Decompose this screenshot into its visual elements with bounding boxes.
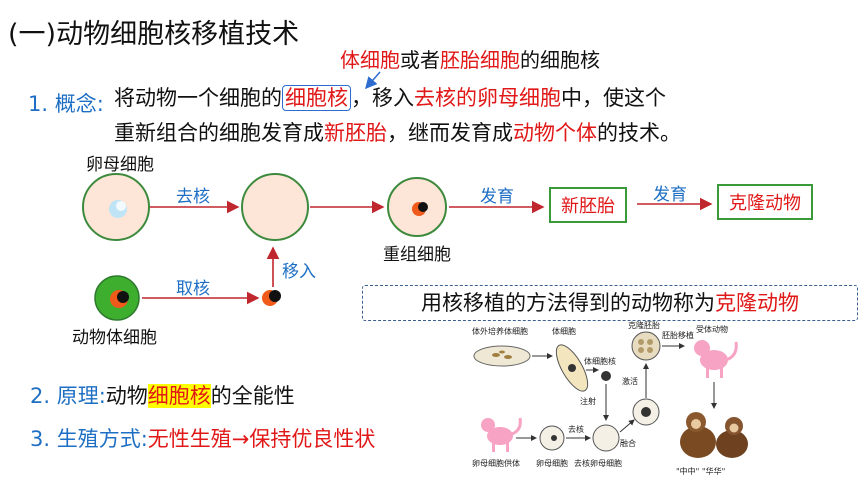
concept-line-1: 将动物一个细胞的细胞核，移入去核的卵母细胞中，使这个 [114,82,666,112]
concept-label: 1. 概念: [28,92,104,116]
concept-text: 将动物一个细胞的 [114,86,282,110]
reproduction-text: 无性生殖→保持优良性状 [147,427,376,451]
mini-oocyte-label: 卵母细胞 [536,458,568,468]
mini-recipient-label: 受体动物 [696,324,728,334]
concept-text: ，移入 [351,86,414,110]
mini-nucleus-dot [601,371,611,381]
concept-text: 的技术。 [597,121,681,145]
principle-line: 2. 原理:动物细胞核的全能性 [30,380,295,410]
highlight-nucleus: 细胞核 [282,85,351,111]
reproduction-label: 3. 生殖方式: [30,427,148,451]
note-or: 或者 [400,48,440,72]
new-embryo-box: 新胚胎 [549,187,627,223]
mini-recipient-monkey-icon [694,340,738,378]
concept-new-embryo: 新胚胎 [324,121,387,145]
cloned-animal-box: 克隆动物 [717,184,813,220]
reconstructed-cell [387,177,447,237]
note-nucleus: 的细胞核 [520,48,600,72]
principle-text: 动物 [105,384,148,408]
petri-dish-icon [473,345,531,367]
mini-inject-label: 注射 [580,396,596,406]
enucleated-oocyte-cell [241,173,309,241]
mini-activate-label: 激活 [622,376,638,386]
note-embryo: 胚胎细胞 [440,48,520,72]
extract-nucleus-label: 取核 [176,279,210,299]
mini-fuse-label: 融合 [620,438,636,448]
note-somatic: 体细胞 [340,48,400,72]
reconstructed-cell-label: 重组细胞 [383,245,451,265]
mini-cloned-monkeys-icon [680,412,748,458]
mini-cloned-embryo-icon [631,331,661,361]
definition-cloned-animal: 克隆动物 [715,291,799,315]
mini-donor-monkey-icon [481,417,522,452]
clone-definition-box: 用核移植的方法得到的动物称为克隆动物 [362,285,858,321]
concept-line-2: 重新组合的细胞发育成新胚胎，继而发育成动物个体的技术。 [114,117,681,147]
somatic-spindle-icon [555,344,589,392]
principle-nucleus: 细胞核 [147,384,211,408]
principle-label: 2. 原理: [30,384,106,408]
somatic-cell [94,275,140,321]
oocyte-label: 卵母细胞 [86,155,154,175]
reproduction-line: 3. 生殖方式:无性生殖→保持优良性状 [30,423,375,453]
mini-cloned-embryo-label: 克隆胚胎 [628,320,660,330]
concept-text: ，继而发育成 [387,121,513,145]
oocyte-cell [82,173,150,241]
enucleate-label: 去核 [176,187,210,207]
mini-names-label: "中中" "华华" [676,466,725,476]
cloning-process-illustration: 体外培养体细胞 体细胞 体细胞核 注射 克隆胚胎 胚胎移植 受体动物 激活 融合 [472,320,748,476]
concept-text: 中，使这个 [561,86,666,110]
concept-animal: 动物个体 [513,121,597,145]
mini-activated-cell-icon [632,398,660,426]
concept-text: 重新组合的细胞发育成 [114,121,324,145]
mini-enucleate-label: 去核 [568,424,584,434]
extracted-nucleus [262,290,281,306]
mini-embryo-transfer-label: 胚胎移植 [662,330,694,340]
principle-text: 的全能性 [210,384,295,408]
page-title: (一)动物细胞核移植技术 [8,19,300,50]
somatic-cell-label: 动物体细胞 [72,328,157,348]
transfer-label: 移入 [282,262,316,282]
mini-somatic-nucleus-label: 体细胞核 [584,356,616,366]
definition-text: 用核移植的方法得到的动物称为 [421,291,715,315]
note-pointer-arrow [365,71,381,90]
develop-label-2: 发育 [653,185,687,205]
mini-donor-label: 卵母细胞供体 [472,458,520,468]
nucleus-source-note: 体细胞或者胚胎细胞的细胞核 [340,44,600,73]
mini-fused-cell-icon [592,424,620,452]
concept-enucleated-oocyte: 去核的卵母细胞 [414,86,561,110]
develop-label-1: 发育 [480,187,514,207]
mini-enucleated-oocyte-label: 去核卵母细胞 [574,458,622,468]
mini-culture-label: 体外培养体细胞 [472,326,528,336]
mini-somatic-label: 体细胞 [552,326,576,336]
mini-oocyte-icon [539,425,565,451]
